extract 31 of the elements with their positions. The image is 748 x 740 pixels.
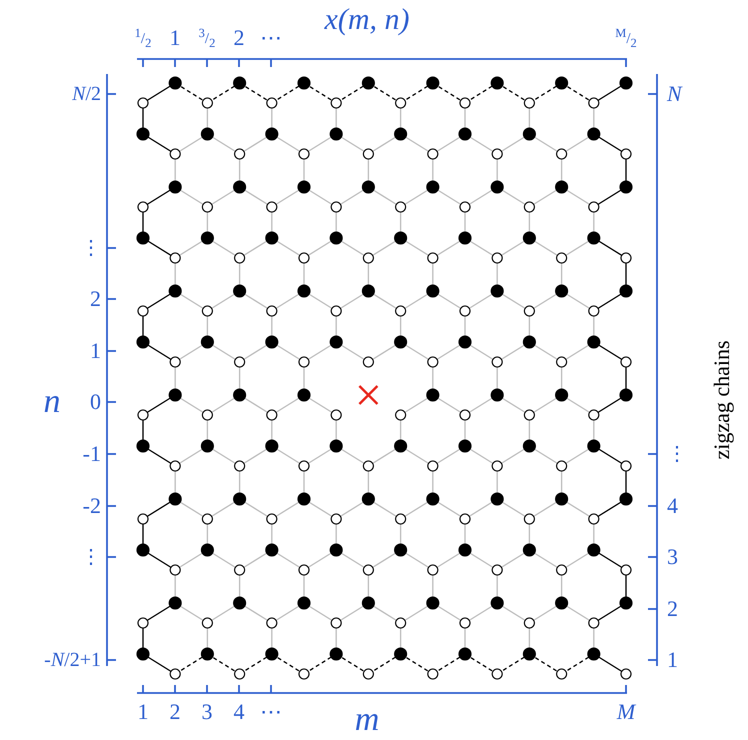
axis-title: m: [354, 703, 380, 737]
tick-label: M: [616, 701, 636, 723]
tick-label: N/2: [72, 84, 101, 104]
tick-label: 1: [90, 340, 101, 362]
tick-label: -1: [82, 443, 101, 465]
tick-label: N: [667, 83, 682, 105]
tick-label: ⋮: [667, 444, 687, 464]
tick-label: 2: [170, 701, 180, 723]
tick-label: 2: [667, 598, 678, 620]
tick-label: 0: [90, 391, 101, 413]
tick-label: ⋮: [81, 547, 101, 567]
tick-label: 2: [90, 288, 101, 310]
tick-label: ⋯: [260, 701, 282, 723]
tick-label: 3: [202, 701, 212, 723]
tick-label: -N/2+1: [44, 650, 101, 670]
tick-label: 1: [667, 649, 678, 671]
tick-label: 1: [138, 701, 148, 723]
axis-title: zigzag chains: [711, 340, 733, 460]
tick-label: 3: [667, 546, 678, 568]
tick-label: 4: [234, 701, 244, 723]
tick-label: 2: [234, 27, 244, 49]
tick-label: $^{M}$/$_{2}$: [615, 26, 637, 50]
axis-title: n: [44, 385, 60, 419]
tick-label: 1: [170, 27, 180, 49]
tick-label: ⋮: [81, 238, 101, 258]
tick-label: 4: [667, 495, 678, 517]
tick-label: ⋯: [260, 27, 282, 49]
tick-label: $^{3}$/$_{2}$: [198, 26, 216, 50]
tick-label: -2: [82, 495, 101, 517]
axis-title: x(m, n): [324, 5, 410, 35]
tick-label: $^{1}$/$_{2}$: [134, 26, 152, 50]
